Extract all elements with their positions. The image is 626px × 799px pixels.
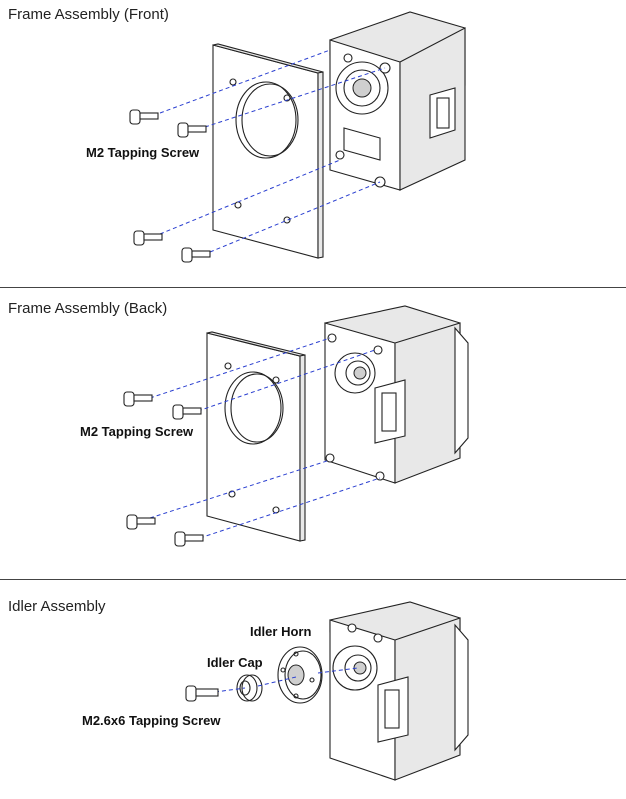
screw-icon bbox=[123, 391, 153, 407]
section-idler: Idler Assembly bbox=[0, 580, 626, 799]
section-frame-back: Frame Assembly (Back) bbox=[0, 288, 626, 579]
idler-cap-label: Idler Cap bbox=[207, 655, 263, 670]
frame-plate-icon bbox=[212, 43, 324, 259]
idler-horn-label: Idler Horn bbox=[250, 624, 312, 639]
frame-plate-icon bbox=[206, 331, 306, 542]
screw-icon bbox=[133, 230, 163, 246]
section-title: Frame Assembly (Back) bbox=[8, 300, 168, 317]
screw-icon bbox=[177, 122, 207, 138]
frame-front-diagram bbox=[129, 11, 466, 263]
screw-icon bbox=[185, 685, 219, 702]
screw-icon bbox=[172, 404, 202, 420]
screw-label: M2 Tapping Screw bbox=[86, 145, 200, 160]
frame-back-diagram bbox=[123, 305, 469, 547]
section-frame-front: Frame Assembly (Front) bbox=[0, 0, 626, 287]
idler-horn-icon bbox=[277, 646, 323, 704]
idler-diagram bbox=[185, 601, 469, 781]
screw-icon bbox=[181, 247, 211, 263]
idler-cap-icon bbox=[236, 674, 263, 702]
section-title: Frame Assembly (Front) bbox=[8, 6, 169, 23]
servo-actuator-icon bbox=[324, 305, 469, 484]
section-title: Idler Assembly bbox=[8, 598, 106, 615]
screw-icon bbox=[129, 109, 159, 125]
guide-lines bbox=[149, 337, 381, 539]
screw-icon bbox=[126, 514, 156, 530]
screw-label: M2.6x6 Tapping Screw bbox=[82, 713, 221, 728]
servo-actuator-icon bbox=[329, 601, 469, 781]
screw-label: M2 Tapping Screw bbox=[80, 424, 194, 439]
guide-lines bbox=[214, 667, 359, 693]
section-divider bbox=[0, 287, 626, 288]
servo-actuator-icon bbox=[329, 11, 466, 191]
screw-icon bbox=[174, 531, 204, 547]
guide-lines bbox=[159, 49, 386, 253]
section-divider bbox=[0, 579, 626, 580]
